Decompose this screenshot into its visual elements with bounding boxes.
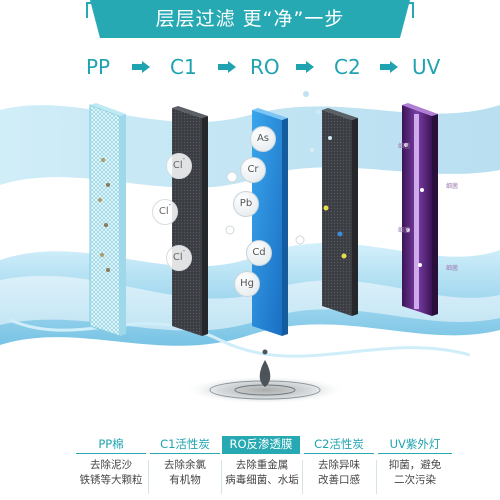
table-cell-ro: 去除重金属 病毒细菌、水垢	[225, 459, 299, 486]
lead-ion: Pb	[233, 191, 259, 217]
table-divider	[221, 460, 222, 494]
mercury-ion: Hg	[234, 271, 260, 297]
uv-bacteria-label: 细菌	[446, 265, 459, 272]
table-header-ro: RO反渗透膜	[222, 436, 300, 454]
stage-label-c1: C1	[170, 55, 197, 79]
uv-bacteria-label: 细菌	[398, 143, 411, 150]
table-header-uv: UV紫外灯	[378, 436, 452, 454]
uv-bacteria-label: 细菌	[446, 183, 459, 190]
arrow-right-icon	[296, 61, 314, 73]
stage-label-ro: RO	[250, 55, 280, 79]
cadmium-ion: Cd	[246, 240, 272, 266]
arrow-right-icon	[218, 61, 236, 73]
table-header-c2: C2活性炭	[304, 436, 374, 454]
page-title: 层层过滤 更“净”一步	[155, 8, 345, 30]
chloride-ion-1: Cl-	[166, 153, 192, 179]
stage-flow: PP C1 RO C2 UV	[0, 52, 500, 82]
arsenic-ion: As	[250, 126, 276, 152]
filter-stage-table: PP棉 C1活性炭 RO反渗透膜 C2活性炭 UV紫外灯 去除泥沙 铁锈等大颗粒…	[0, 436, 500, 500]
arrow-right-icon	[132, 61, 150, 73]
table-cell-pp: 去除泥沙 铁锈等大颗粒	[79, 459, 143, 486]
stage-label-uv: UV	[412, 55, 441, 79]
uv-bacteria-label: 细菌	[398, 227, 411, 234]
table-divider	[376, 460, 377, 494]
table-divider	[302, 460, 303, 494]
arrow-right-icon	[380, 61, 398, 73]
table-cell-c2: 去除异味 改善口感	[318, 459, 360, 486]
chromium-ion: Cr	[240, 157, 266, 183]
title-banner: 层层过滤 更“净”一步	[90, 0, 410, 38]
chloride-ion-3: Cl-	[166, 245, 192, 271]
stage-label-pp: PP	[86, 55, 111, 79]
table-header-c1: C1活性炭	[150, 436, 220, 454]
table-header-pp: PP棉	[76, 436, 146, 454]
table-cell-uv: 抑菌，避免 二次污染	[388, 459, 442, 486]
table-divider	[148, 460, 149, 494]
stage-label-c2: C2	[334, 55, 361, 79]
table-cell-c1: 去除余氯 有机物	[164, 459, 206, 486]
chloride-ion-2: Cl-	[152, 199, 178, 225]
